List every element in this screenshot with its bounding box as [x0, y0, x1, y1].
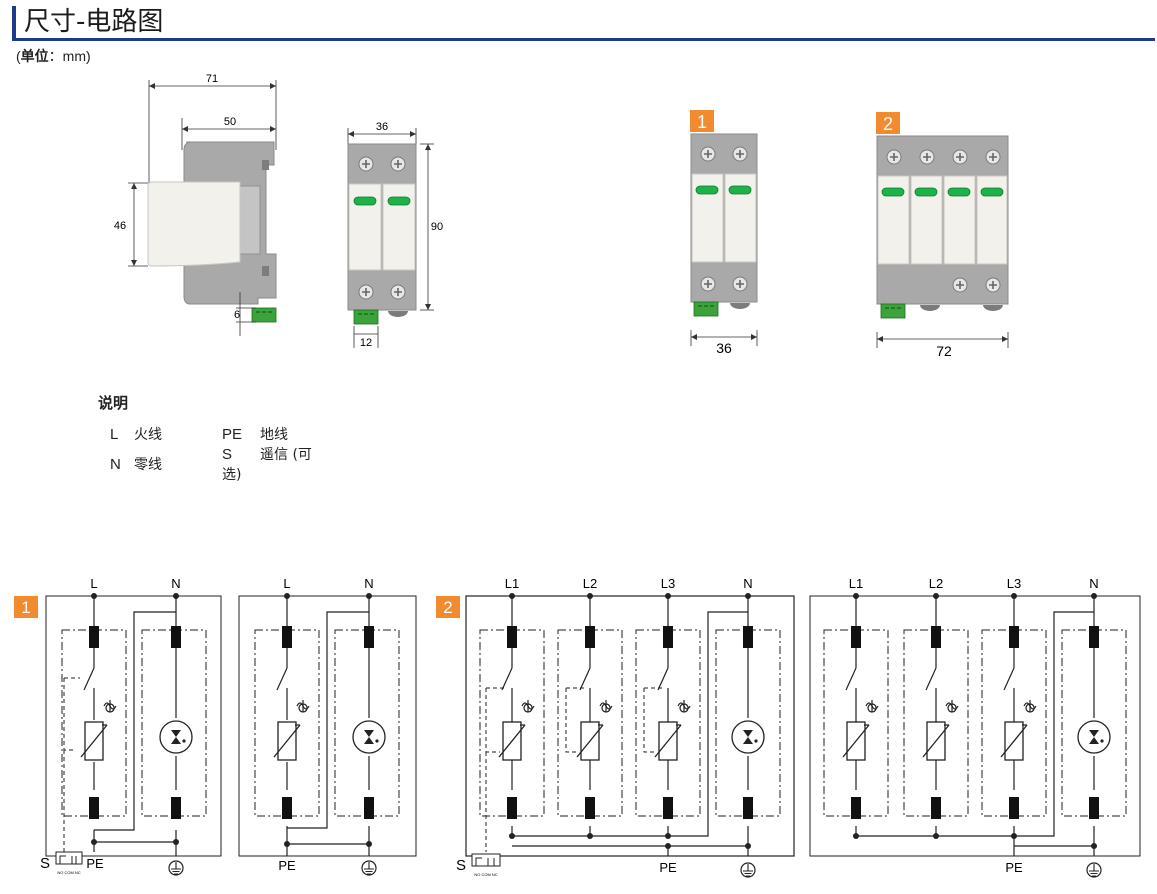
circuit-2-label-L1: L1: [849, 576, 863, 591]
model-2-width: 72: [936, 343, 952, 359]
model-2-badge-bg: [876, 112, 900, 134]
circuit-1s-label-L: L: [90, 576, 97, 591]
dim-front-90: 90: [431, 221, 443, 233]
circuit-2s-signal-pins: NO COM NC: [474, 872, 497, 877]
circuit-1s-label-N: N: [171, 576, 180, 591]
circuit-1s-label-S: S: [40, 855, 50, 872]
circuit-1s-label-PE: PE: [86, 856, 104, 871]
circuit-1s-signal-pins: NO COM NC: [57, 870, 80, 875]
legend-desc: 零线: [134, 457, 162, 473]
legend-row: L 火线 PE 地线: [98, 419, 322, 449]
side-view: 71 50 46 6: [114, 73, 277, 336]
legend-item-N: N 零线: [98, 454, 210, 474]
unit-value: mm: [62, 48, 86, 64]
legend-desc: 遥信 (可选): [222, 447, 312, 483]
model-2-view: 2 72: [876, 112, 1009, 359]
circuit-1-label-PE: PE: [278, 858, 296, 873]
circuit-2s-label-PE: PE: [659, 860, 677, 875]
model-1-view: 1 36: [690, 110, 758, 356]
page-title: 尺寸-电路图: [12, 6, 163, 38]
model-1-badge-bg: [690, 110, 714, 132]
circuit-2-label-L2: L2: [929, 576, 943, 591]
model-2-badge: 2: [883, 114, 893, 134]
circuit-1: [238, 595, 417, 857]
legend-code: S: [222, 446, 233, 463]
circuit-1-symbols: L N PE: [273, 576, 386, 876]
circuit-2s-label-L2: L2: [583, 576, 597, 591]
circuit-2s-label-L3: L3: [661, 576, 675, 591]
circuit-1-label-N: N: [364, 576, 373, 591]
model-1-badge: 1: [697, 112, 707, 132]
circuit-2-label-PE: PE: [1005, 860, 1023, 875]
circuit-1s-badge: 1: [21, 598, 30, 617]
circuit-2-label-N: N: [1089, 576, 1098, 591]
circuit-2s-badge: 2: [443, 598, 452, 617]
dim-side-46: 46: [114, 220, 126, 232]
legend-code: PE: [222, 426, 243, 443]
dim-side-71: 71: [206, 73, 218, 85]
legend-title: 说明: [98, 394, 129, 412]
circuit-1s: [14, 595, 222, 857]
circuit-2s-label-L1: L1: [505, 576, 519, 591]
legend-code: N: [110, 456, 121, 473]
circuit-2-symbols: L1 L2 L3 N PE: [842, 576, 1111, 878]
unit-label: 单位: [20, 49, 49, 65]
circuit-1-label-L: L: [283, 576, 290, 591]
model-1-width: 36: [716, 340, 732, 356]
front-view: 36 90 12: [347, 121, 443, 349]
legend-code: L: [110, 426, 119, 443]
circuit-2s-label-S: S: [456, 857, 466, 874]
dim-side-50: 50: [224, 116, 236, 128]
circuit-2-label-L3: L3: [1007, 576, 1021, 591]
title-underline: [12, 38, 1155, 41]
circuit-2s-symbols: 2 L1 L2 L3 N S NO COM NC PE: [443, 576, 765, 878]
legend-item-L: L 火线: [98, 424, 210, 444]
dim-front-12: 12: [360, 337, 372, 349]
dim-side-6: 6: [234, 309, 240, 321]
legend-desc: 地线: [260, 427, 288, 443]
unit-note: (单位：mm): [16, 48, 91, 65]
circuit-2s-label-N: N: [743, 576, 752, 591]
circuit-1s-symbols: 1 L N S NO COM NC PE: [21, 576, 193, 876]
legend-item-PE: PE 地线: [210, 424, 322, 444]
legend-desc: 火线: [134, 427, 162, 443]
dim-front-36: 36: [376, 121, 388, 133]
